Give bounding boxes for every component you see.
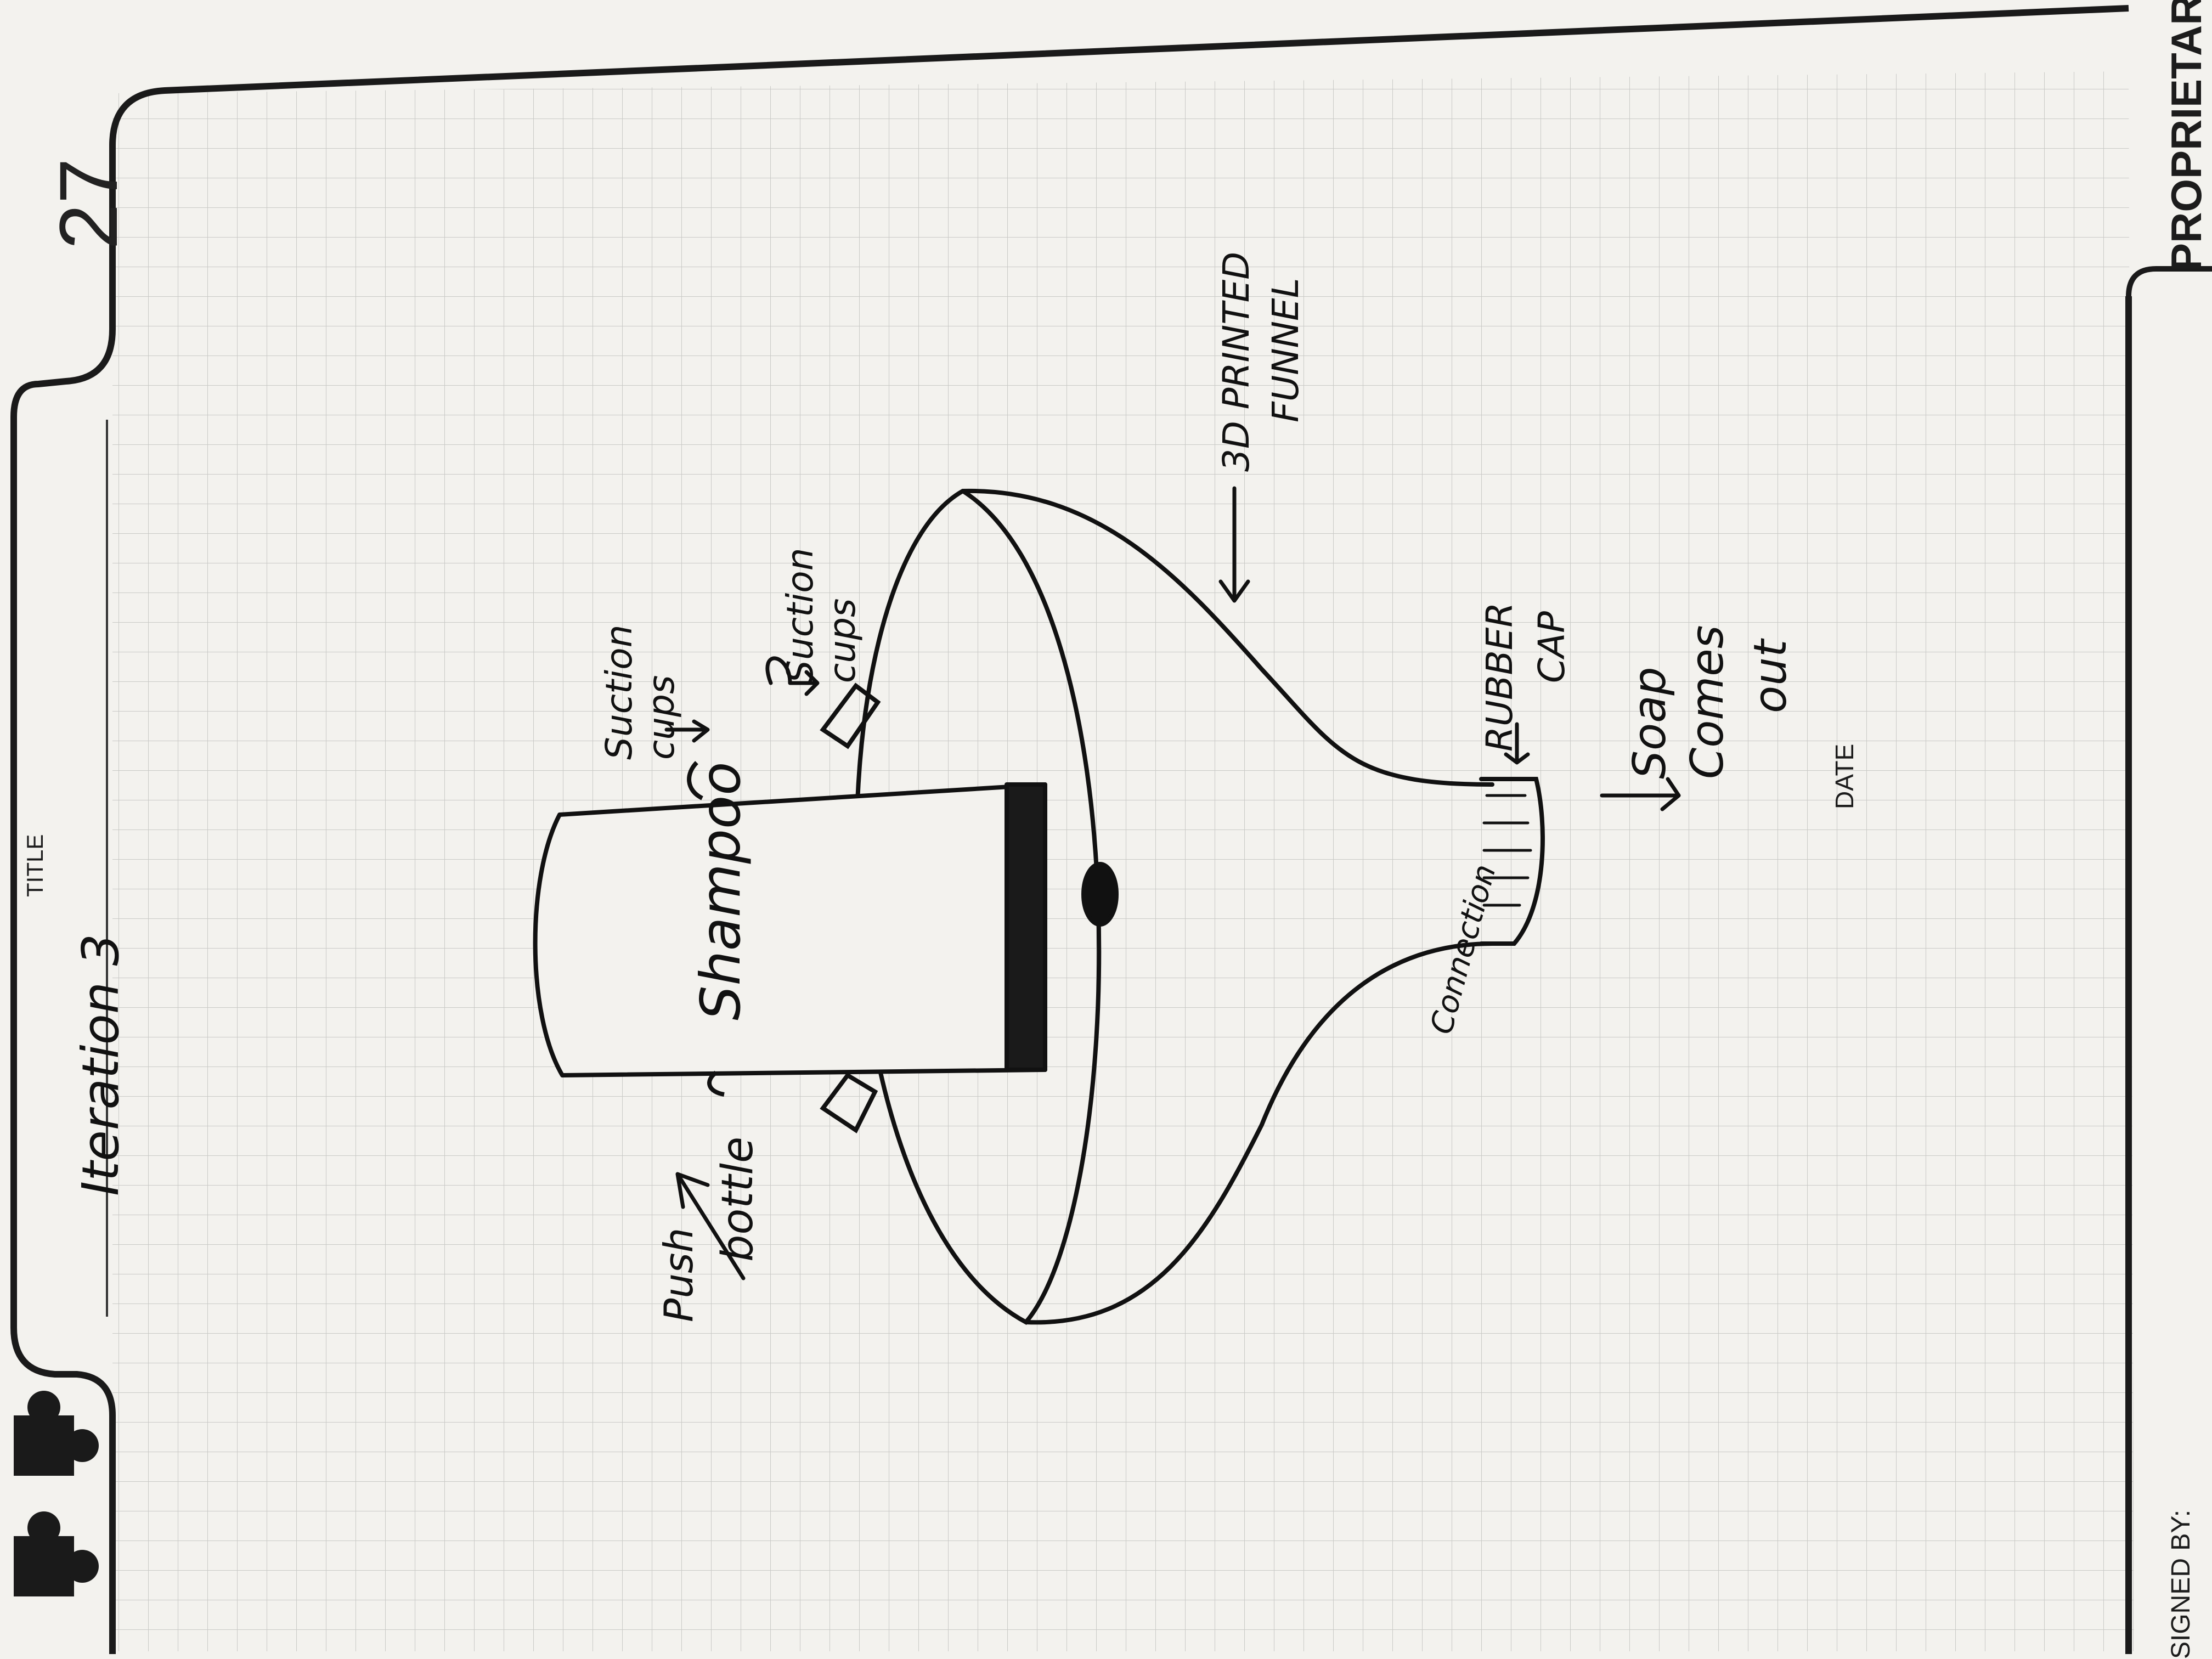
soap-label-line1: Soap xyxy=(1624,667,1676,779)
suction-arrow-1 xyxy=(664,719,710,743)
funnel-label-line2: FUNNEL xyxy=(1265,278,1307,422)
signed-by-label: SIGNED BY: xyxy=(2166,1509,2196,1659)
rubber-cap xyxy=(1479,777,1545,946)
funnel-upper-edge xyxy=(961,488,1494,787)
shampoo-bottle-body xyxy=(533,782,1047,1077)
shampoo-label: Shampoo xyxy=(689,761,753,1020)
puzzle-logo-icon xyxy=(14,1391,99,1596)
funnel-hole xyxy=(1081,862,1119,927)
proprietary-label: PROPRIETAR xyxy=(2162,0,2210,272)
suction-cups-label-2: Suction cups xyxy=(779,548,864,683)
funnel-label-line1: 3D PRINTED xyxy=(1215,251,1257,472)
grid-area xyxy=(112,71,2134,1651)
shampoo-bottle-cap xyxy=(1005,782,1047,1072)
date-field-label: DATE xyxy=(1830,743,1859,809)
bottle-label: bottle xyxy=(713,1136,763,1262)
page-number: 27 xyxy=(42,158,134,250)
funnel-arrow xyxy=(1218,486,1250,603)
bottle-suction-cup-bottom xyxy=(707,1070,725,1097)
rubber-arrow xyxy=(1504,722,1530,765)
funnel-drawing xyxy=(820,488,1545,1325)
suction-cup-top xyxy=(820,682,881,749)
rubber-cap-label-line1: RUBBER xyxy=(1479,602,1521,752)
soap-label-line3: out xyxy=(1745,639,1797,713)
suction-cups-label-2-line2: cups xyxy=(821,598,864,683)
proprietary-box xyxy=(2126,266,2212,297)
suction-cups-label-1-line1: Suction xyxy=(598,624,640,760)
push-label: Push xyxy=(656,1227,702,1322)
shampoo-bottle-drawing xyxy=(533,761,1047,1097)
suction-cups-label-2-line1: Suction xyxy=(779,548,821,683)
funnel-lower-edge xyxy=(1024,941,1494,1325)
push-arrow xyxy=(675,1172,746,1280)
suction-cups-label-1-line2: cups xyxy=(640,675,682,760)
suction-cups-label-1: Suction cups xyxy=(598,625,682,760)
sketch-title: Iteration 3 xyxy=(71,933,130,1196)
soap-arrow xyxy=(1600,777,1681,811)
suction-cup-bottom xyxy=(820,1072,878,1133)
rubber-cap-label-line2: CAP xyxy=(1531,611,1573,683)
title-field-label: TITLE xyxy=(22,834,48,897)
cap-hatch xyxy=(1482,794,1532,907)
bottle-suction-cup-top xyxy=(687,761,703,800)
soap-label-line2: Comes xyxy=(1681,625,1734,779)
annotation-arrows xyxy=(664,486,1681,1280)
page-frame xyxy=(10,5,2129,1654)
suction-arrow-2 xyxy=(765,656,820,696)
